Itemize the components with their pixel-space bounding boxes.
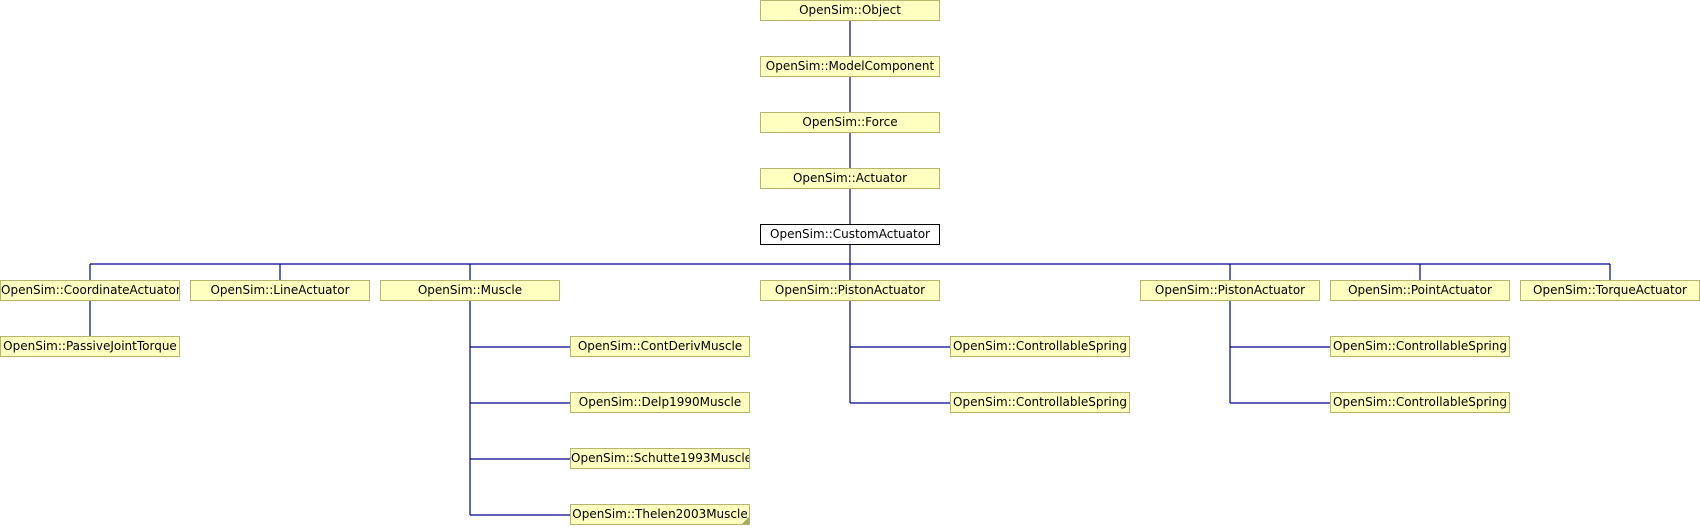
class-node-point-actuator[interactable]: OpenSim::PointActuator bbox=[1330, 280, 1510, 301]
class-node-cont-deriv-muscle[interactable]: OpenSim::ContDerivMuscle bbox=[570, 336, 750, 357]
class-node-schutte1993-muscle[interactable]: OpenSim::Schutte1993Muscle bbox=[570, 448, 750, 469]
class-node-controllable-spring[interactable]: OpenSim::ControllableSpring bbox=[950, 392, 1130, 413]
class-node-muscle[interactable]: OpenSim::Muscle bbox=[380, 280, 560, 301]
class-node-line-actuator[interactable]: OpenSim::LineActuator bbox=[190, 280, 370, 301]
class-node-torque-actuator[interactable]: OpenSim::TorqueActuator bbox=[1520, 280, 1700, 301]
class-node-actuator[interactable]: OpenSim::Actuator bbox=[760, 168, 940, 189]
class-node-delp1990-muscle[interactable]: OpenSim::Delp1990Muscle bbox=[570, 392, 750, 413]
class-node-piston-actuator[interactable]: OpenSim::PistonActuator bbox=[760, 280, 940, 301]
class-node-passive-joint-torque[interactable]: OpenSim::PassiveJointTorque bbox=[0, 336, 180, 357]
class-node-label: OpenSim::Thelen2003Muscle bbox=[572, 507, 748, 521]
class-node-piston-actuator[interactable]: OpenSim::PistonActuator bbox=[1140, 280, 1320, 301]
class-node-object[interactable]: OpenSim::Object bbox=[760, 0, 940, 21]
class-node-model-component[interactable]: OpenSim::ModelComponent bbox=[760, 56, 940, 77]
class-node-controllable-spring[interactable]: OpenSim::ControllableSpring bbox=[1330, 336, 1510, 357]
class-node-force[interactable]: OpenSim::Force bbox=[760, 112, 940, 133]
class-node-custom-actuator: OpenSim::CustomActuator bbox=[760, 224, 940, 245]
class-node-coordinate-actuator[interactable]: OpenSim::CoordinateActuator bbox=[0, 280, 180, 301]
more-subclasses-fold-icon bbox=[742, 517, 749, 524]
class-node-controllable-spring[interactable]: OpenSim::ControllableSpring bbox=[1330, 392, 1510, 413]
class-node-controllable-spring[interactable]: OpenSim::ControllableSpring bbox=[950, 336, 1130, 357]
class-node-thelen2003-muscle[interactable]: OpenSim::Thelen2003Muscle bbox=[570, 504, 750, 525]
